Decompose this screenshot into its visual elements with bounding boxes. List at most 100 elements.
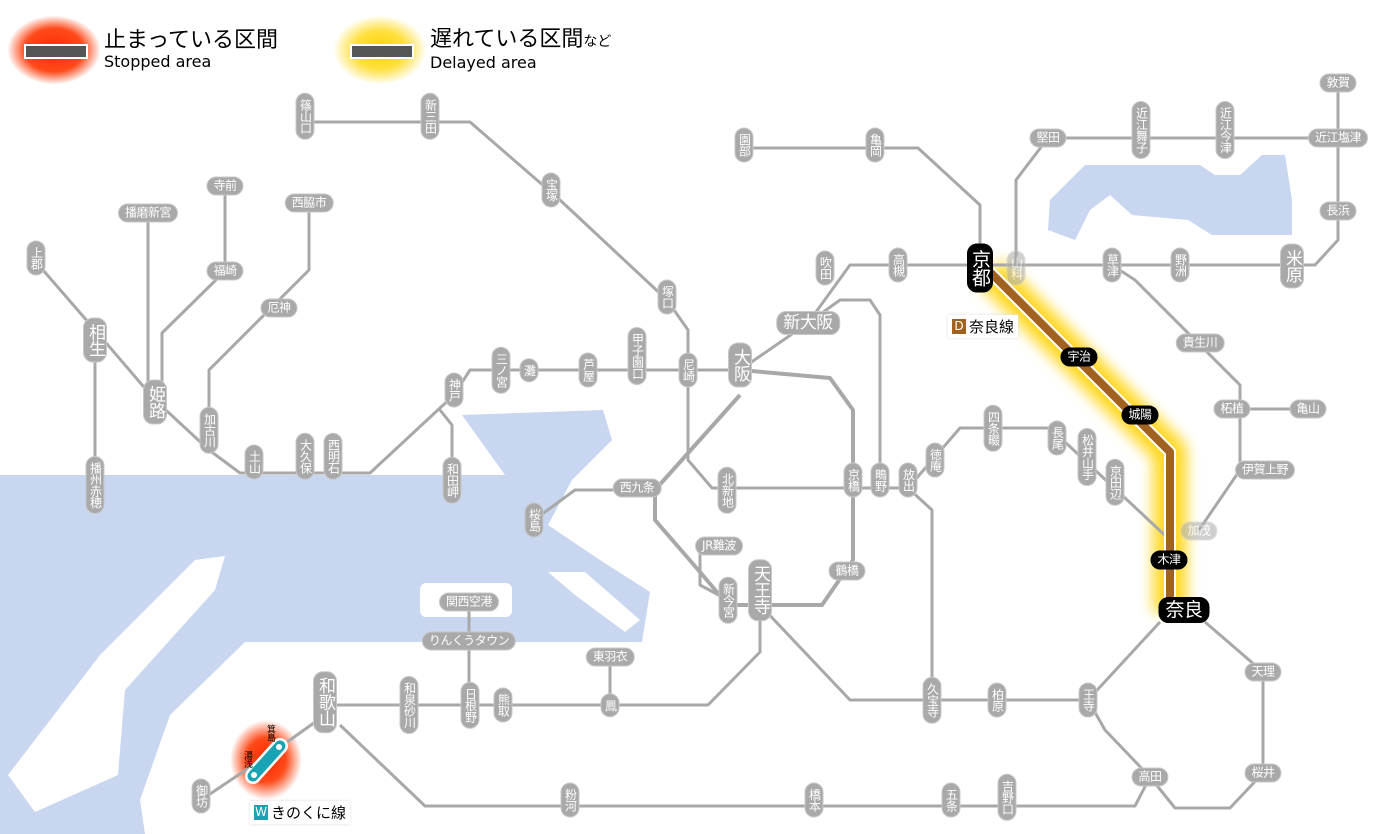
station-label[interactable]: 播州赤穂 bbox=[85, 456, 105, 514]
nara-line-tag[interactable]: D 奈良線 bbox=[948, 315, 1019, 338]
station-label[interactable]: 三ノ宮 bbox=[491, 346, 511, 394]
station-label[interactable]: 草津 bbox=[1102, 247, 1122, 283]
station-label[interactable]: 粉河 bbox=[560, 782, 580, 818]
station-label[interactable]: 四条畷 bbox=[983, 404, 1003, 452]
station-label[interactable]: 宝塚 bbox=[541, 172, 561, 208]
wakayama-line[interactable] bbox=[338, 723, 1152, 808]
station-label[interactable]: 京田辺 bbox=[1105, 458, 1125, 506]
station-label[interactable]: 天王寺 bbox=[748, 559, 772, 621]
kusatsu-line[interactable] bbox=[1111, 263, 1242, 531]
station-label[interactable]: 桜島 bbox=[524, 502, 544, 538]
osaka-higashi-line-north[interactable] bbox=[807, 298, 882, 488]
station-label[interactable]: 和泉砂川 bbox=[399, 676, 419, 734]
station-label[interactable]: 鴫野 bbox=[870, 462, 890, 498]
station-label[interactable]: 吹田 bbox=[815, 250, 835, 286]
station-label[interactable]: 京都 bbox=[967, 243, 993, 293]
station-label[interactable]: 箕島 bbox=[265, 724, 275, 742]
station-label[interactable]: 湯浅 bbox=[242, 750, 252, 768]
station-label[interactable]: 山科 bbox=[1006, 250, 1026, 286]
station-label[interactable]: 新今宮 bbox=[718, 576, 738, 624]
station-label[interactable]: 芦屋 bbox=[578, 352, 598, 388]
hanwa-line[interactable] bbox=[325, 605, 762, 707]
station-label[interactable]: 近江今津 bbox=[1215, 101, 1235, 159]
station-label[interactable]: 篠山口 bbox=[295, 92, 315, 140]
station-label[interactable]: 神戸 bbox=[444, 372, 464, 408]
station-label[interactable]: 和田岬 bbox=[442, 456, 462, 504]
station-label[interactable]: 日根野 bbox=[460, 681, 480, 729]
station-label[interactable]: 徳庵 bbox=[925, 442, 945, 478]
station-label[interactable]: 大久保 bbox=[295, 432, 315, 480]
sagano-line[interactable] bbox=[744, 146, 982, 265]
station-label[interactable]: 貴生川 bbox=[1175, 333, 1225, 353]
station-label[interactable]: 北新地 bbox=[717, 466, 737, 514]
station-label[interactable]: 加古川 bbox=[199, 406, 219, 454]
station-label[interactable]: 敦賀 bbox=[1319, 73, 1357, 93]
station-label[interactable]: 近江舞子 bbox=[1131, 101, 1151, 159]
station-label[interactable]: 加茂 bbox=[1180, 521, 1218, 541]
station-label[interactable]: りんくうタウン bbox=[421, 631, 517, 651]
kakogawa-line[interactable] bbox=[207, 203, 311, 430]
bantan-line[interactable] bbox=[160, 186, 227, 400]
station-label[interactable]: 奈良 bbox=[1158, 597, 1210, 623]
station-label[interactable]: 土山 bbox=[244, 444, 264, 480]
station-label[interactable]: 高田 bbox=[1131, 767, 1169, 787]
station-label[interactable]: 天理 bbox=[1244, 662, 1282, 682]
station-label[interactable]: 灘 bbox=[519, 358, 539, 382]
station-label[interactable]: 播磨新宮 bbox=[117, 203, 179, 223]
station-label[interactable]: 長尾 bbox=[1047, 420, 1067, 456]
kinokuni-line-tag[interactable]: W きのくに線 bbox=[250, 801, 351, 824]
station-label[interactable]: 東羽衣 bbox=[585, 647, 635, 667]
station-label[interactable]: 熊取 bbox=[493, 687, 513, 723]
station-label[interactable]: 塚口 bbox=[657, 279, 677, 315]
fukuchiyama-line[interactable] bbox=[305, 120, 908, 490]
station-label[interactable]: 亀山 bbox=[1289, 399, 1327, 419]
station-label[interactable]: 新大阪 bbox=[776, 311, 840, 335]
station-label[interactable]: 上郡 bbox=[26, 240, 46, 276]
station-label[interactable]: 王寺 bbox=[1078, 682, 1098, 718]
yamatoji-line[interactable] bbox=[758, 603, 1162, 702]
station-label[interactable]: 高槻 bbox=[888, 247, 908, 283]
station-label[interactable]: JR難波 bbox=[695, 536, 743, 556]
station-label[interactable]: 城陽 bbox=[1121, 405, 1159, 425]
station-label[interactable]: 京橋 bbox=[843, 462, 863, 498]
station-label[interactable]: 和歌山 bbox=[313, 671, 337, 733]
station-label[interactable]: 尼崎 bbox=[678, 352, 698, 388]
station-label[interactable]: 園部 bbox=[734, 127, 754, 163]
osaka-higashi-line-south[interactable] bbox=[906, 486, 934, 700]
station-label[interactable]: 柘植 bbox=[1213, 399, 1251, 419]
station-label[interactable]: 大阪 bbox=[728, 342, 752, 388]
station-label[interactable]: 鳳 bbox=[600, 693, 620, 717]
station-label[interactable]: 厄神 bbox=[260, 298, 298, 318]
kinokuni-stopped-segment[interactable] bbox=[245, 738, 288, 784]
station-label[interactable]: 相生 bbox=[83, 317, 107, 363]
station-label[interactable]: 近江塩津 bbox=[1307, 128, 1369, 148]
station-label[interactable]: 寺前 bbox=[206, 176, 244, 196]
station-label[interactable]: 野洲 bbox=[1170, 247, 1190, 283]
station-label[interactable]: 新三田 bbox=[420, 92, 440, 140]
gakkentoshi-line[interactable] bbox=[906, 426, 1172, 542]
station-label[interactable]: 米原 bbox=[1280, 243, 1304, 289]
station-label[interactable]: 伊賀上野 bbox=[1234, 460, 1296, 480]
station-label[interactable]: 西明石 bbox=[323, 432, 343, 480]
station-label[interactable]: 柏原 bbox=[987, 682, 1007, 718]
station-label[interactable]: 橋本 bbox=[804, 782, 824, 818]
station-label[interactable]: 亀岡 bbox=[865, 127, 885, 163]
station-label[interactable]: 御坊 bbox=[191, 778, 211, 814]
station-label[interactable]: 堅田 bbox=[1029, 128, 1067, 148]
station-label[interactable]: 西九条 bbox=[612, 478, 662, 498]
station-label[interactable]: 木津 bbox=[1150, 550, 1188, 570]
station-label[interactable]: 関西空港 bbox=[438, 592, 500, 612]
station-label[interactable]: 姫路 bbox=[143, 379, 167, 425]
station-label[interactable]: 吉野口 bbox=[997, 773, 1017, 821]
station-label[interactable]: 甲子園口 bbox=[627, 327, 647, 385]
station-label[interactable]: 福崎 bbox=[206, 261, 244, 281]
sakurai-line[interactable] bbox=[1086, 620, 1265, 810]
station-label[interactable]: 松井山手 bbox=[1077, 428, 1097, 486]
station-label[interactable]: 長浜 bbox=[1319, 201, 1357, 221]
kosei-line[interactable] bbox=[1014, 136, 1338, 265]
station-label[interactable]: 桜井 bbox=[1244, 763, 1282, 783]
station-label[interactable]: 五条 bbox=[941, 782, 961, 818]
station-label[interactable]: 鶴橋 bbox=[828, 561, 866, 581]
station-label[interactable]: 宇治 bbox=[1060, 347, 1098, 367]
station-label[interactable]: 久宝寺 bbox=[922, 676, 942, 724]
